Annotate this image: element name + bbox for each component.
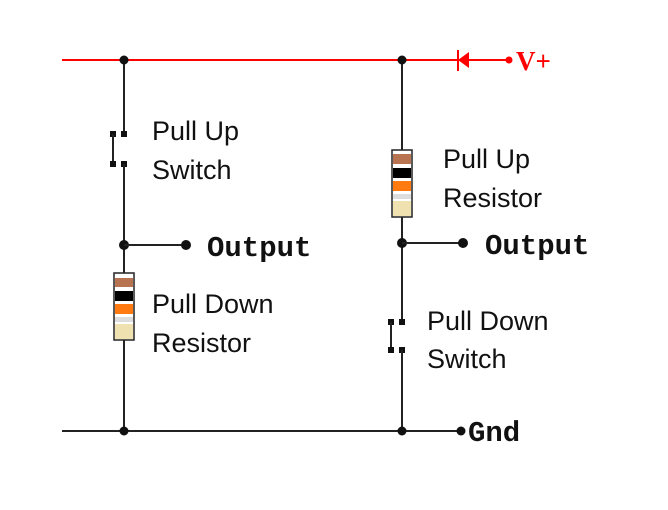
- left-top-junction: [119, 55, 129, 65]
- right-output-terminal: [458, 238, 468, 248]
- left-output-terminal: [181, 240, 191, 250]
- pull-down-switch-icon: [388, 319, 405, 353]
- vplus-label: V+: [516, 46, 551, 76]
- left-bottom-junction: [119, 426, 129, 436]
- right-top-junction: [397, 55, 407, 65]
- right-output-label: Output: [485, 230, 589, 263]
- diode-icon: [457, 50, 469, 71]
- pull-up-resistor-icon: [391, 149, 413, 218]
- gnd-label: Gnd: [468, 417, 520, 450]
- right-bottom-junction: [397, 426, 407, 436]
- pull-up-switch-icon: [110, 131, 127, 167]
- pull-down-resistor-icon: [113, 272, 135, 341]
- left-output-label: Output: [207, 232, 311, 265]
- gnd-terminal: [456, 426, 466, 436]
- vplus-terminal: [505, 56, 513, 64]
